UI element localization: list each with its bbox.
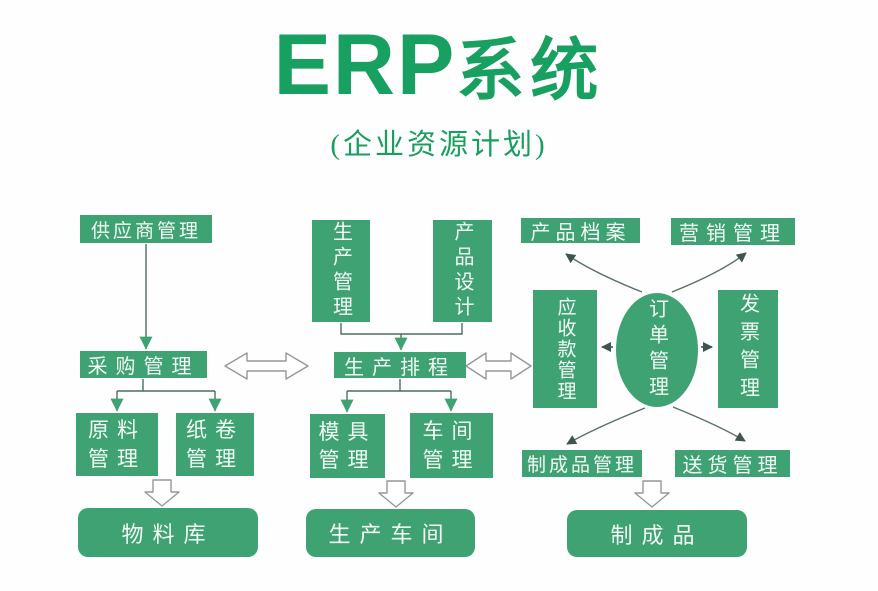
double-arrow-purchasing-scheduling [224, 352, 309, 380]
node-product-archive: 产品档案 [521, 218, 640, 244]
node-production-scheduling: 生产排程 [334, 352, 466, 379]
node-marketing-management: 营销管理 [671, 218, 795, 245]
node-invoice-management: 发票管理 [718, 290, 778, 408]
node-receivables-management: 应收款管理 [533, 290, 597, 408]
node-product-design: 产品设计 [433, 220, 492, 322]
title-system: 系统 [456, 33, 605, 109]
node-paper-roll-management: 纸卷 管理 [176, 413, 254, 476]
arrow-order-to-product-archive [565, 253, 643, 293]
page-subtitle: (企业资源计划) [330, 129, 548, 161]
node-production-management: 生产管理 [312, 220, 370, 322]
bracket-production-design [340, 323, 463, 335]
node-line: 管理 [318, 448, 377, 472]
double-arrow-scheduling-receivables [465, 352, 532, 380]
node-material-warehouse: 物料库 [78, 508, 258, 557]
node-supplier-management: 供应商管理 [80, 215, 212, 243]
node-line: 纸卷 [186, 418, 244, 443]
arrow-order-to-delivery [672, 406, 746, 442]
node-finished-goods-management: 制成品管理 [522, 450, 642, 477]
node-delivery-management: 送货管理 [675, 450, 790, 477]
node-mold-management: 模具 管理 [310, 414, 385, 478]
block-arrow-to-finished-goods [634, 480, 670, 508]
title-erp: ERP [273, 17, 457, 113]
node-line: 模具 [318, 419, 377, 444]
node-workshop-management: 车间 管理 [410, 413, 493, 478]
bracket-purchasing [117, 379, 215, 392]
node-production-workshop: 生产车间 [306, 509, 475, 557]
node-finished-goods: 制成品 [567, 510, 747, 557]
node-purchasing-management: 采购管理 [80, 351, 207, 378]
node-line: 管理 [88, 446, 146, 471]
node-order-management: 订单管理 [616, 293, 698, 407]
block-arrow-to-material-warehouse [144, 479, 180, 507]
node-line: 管理 [422, 447, 481, 472]
arrow-order-to-marketing [671, 252, 747, 293]
node-line: 车间 [422, 419, 481, 444]
node-line: 管理 [186, 446, 244, 471]
block-arrow-to-production-workshop [378, 480, 414, 508]
arrow-order-to-finished-goods-mgmt [566, 407, 646, 445]
bracket-scheduling [347, 379, 451, 392]
node-line: 原料 [88, 418, 146, 443]
node-raw-material-management: 原料 管理 [76, 413, 158, 476]
